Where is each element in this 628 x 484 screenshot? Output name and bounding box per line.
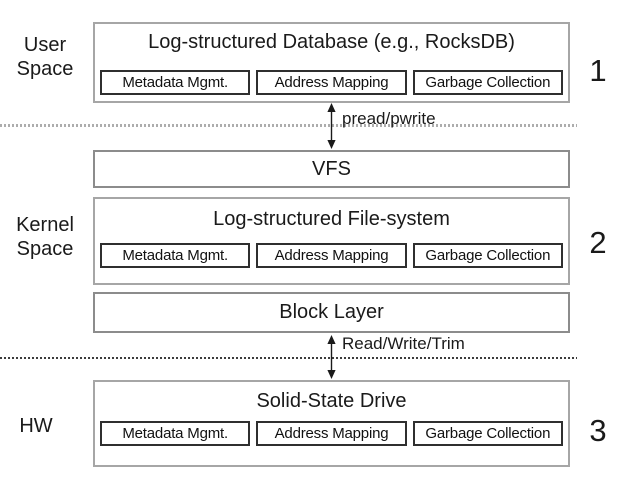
vfs-title: VFS	[312, 157, 351, 180]
filesystem-metadata-mgmt-box: Metadata Mgmt.	[100, 243, 251, 268]
log-structured-database-title: Log-structured Database (e.g., RocksDB)	[148, 31, 515, 53]
filesystem-components-row: Metadata Mgmt. Address Mapping Garbage C…	[100, 243, 563, 268]
database-metadata-mgmt-box: Metadata Mgmt.	[100, 70, 251, 95]
ssd-components-row: Metadata Mgmt. Address Mapping Garbage C…	[100, 421, 563, 446]
vfs-box: VFS	[93, 150, 570, 188]
kernel-hw-separator-line	[0, 357, 577, 359]
hw-label: HW	[19, 415, 53, 437]
log-structured-filesystem-box: Log-structured File-system Metadata Mgmt…	[93, 197, 570, 285]
ssd-metadata-mgmt-box: Metadata Mgmt.	[100, 421, 251, 446]
database-address-mapping-box: Address Mapping	[256, 70, 407, 95]
solid-state-drive-title: Solid-State Drive	[256, 390, 407, 412]
pread-pwrite-bidirectional-arrow	[327, 103, 336, 149]
ssd-address-mapping-box: Address Mapping	[256, 421, 407, 446]
filesystem-garbage-collection-box: Garbage Collection	[412, 243, 563, 268]
user-kernel-separator-line	[0, 124, 577, 127]
read-write-trim-bidirectional-arrow	[327, 335, 336, 379]
log-structured-database-box: Log-structured Database (e.g., RocksDB) …	[93, 22, 570, 103]
layer-number-3: 3	[589, 413, 607, 448]
database-components-row: Metadata Mgmt. Address Mapping Garbage C…	[100, 70, 563, 95]
block-layer-title: Block Layer	[279, 301, 384, 323]
log-structured-filesystem-title: Log-structured File-system	[213, 208, 450, 230]
ssd-garbage-collection-box: Garbage Collection	[412, 421, 563, 446]
layer-number-2: 2	[589, 225, 607, 260]
filesystem-address-mapping-box: Address Mapping	[256, 243, 407, 268]
block-layer-box: Block Layer	[93, 292, 570, 333]
user-space-label: User Space	[16, 34, 74, 80]
read-write-trim-label: Read/Write/Trim	[342, 334, 465, 353]
kernel-space-label: Kernel Space	[16, 214, 74, 260]
layer-number-1: 1	[589, 53, 607, 88]
database-garbage-collection-box: Garbage Collection	[412, 70, 563, 95]
solid-state-drive-box: Solid-State Drive Metadata Mgmt. Address…	[93, 380, 570, 467]
pread-pwrite-label: pread/pwrite	[342, 109, 436, 128]
